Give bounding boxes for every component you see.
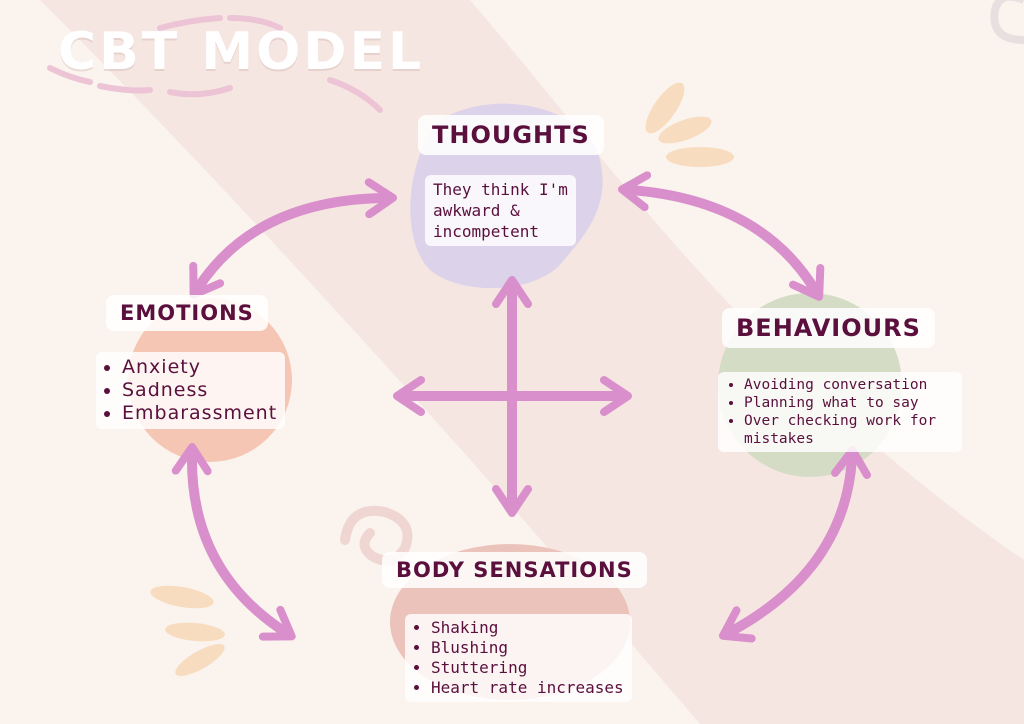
thoughts-text: They think I'm awkward & incompetent — [425, 175, 576, 246]
page-title: CBT MODEL — [58, 22, 425, 82]
list-item: Stuttering — [431, 658, 624, 678]
arrow-behaviours-body — [718, 446, 871, 643]
swirl-decoration — [340, 505, 413, 566]
list-item: Planning what to say — [744, 394, 954, 412]
title-decoration — [47, 15, 383, 113]
corner-swirl — [990, 0, 1024, 44]
list-item: Anxiety — [122, 356, 277, 379]
list-item: Avoiding conversation — [744, 376, 954, 394]
list-item: Heart rate increases — [431, 678, 624, 698]
behaviours-heading: BEHAVIOURS — [722, 308, 935, 348]
thoughts-heading: THOUGHTS — [418, 115, 604, 155]
list-item: Shaking — [431, 618, 624, 638]
thoughts-line: incompetent — [433, 222, 539, 241]
list-item: Blushing — [431, 638, 624, 658]
arrow-emotions-body — [171, 443, 296, 641]
thoughts-line: awkward & — [433, 201, 520, 220]
arrow-thoughts-behaviours — [618, 171, 825, 301]
list-item: Embarassment — [122, 402, 277, 425]
list-item: Sadness — [122, 379, 277, 402]
emotions-list: Anxiety Sadness Embarassment — [96, 352, 286, 429]
arrow-thoughts-emotions — [189, 178, 397, 299]
behaviours-list: Avoiding conversation Planning what to s… — [718, 372, 962, 452]
list-item: Over checking work for mistakes — [744, 412, 954, 448]
thoughts-line: They think I'm — [433, 180, 568, 199]
body-list: Shaking Blushing Stuttering Heart rate i… — [405, 614, 632, 702]
emotions-heading: EMOTIONS — [106, 295, 268, 331]
body-heading: BODY SENSATIONS — [382, 552, 647, 588]
